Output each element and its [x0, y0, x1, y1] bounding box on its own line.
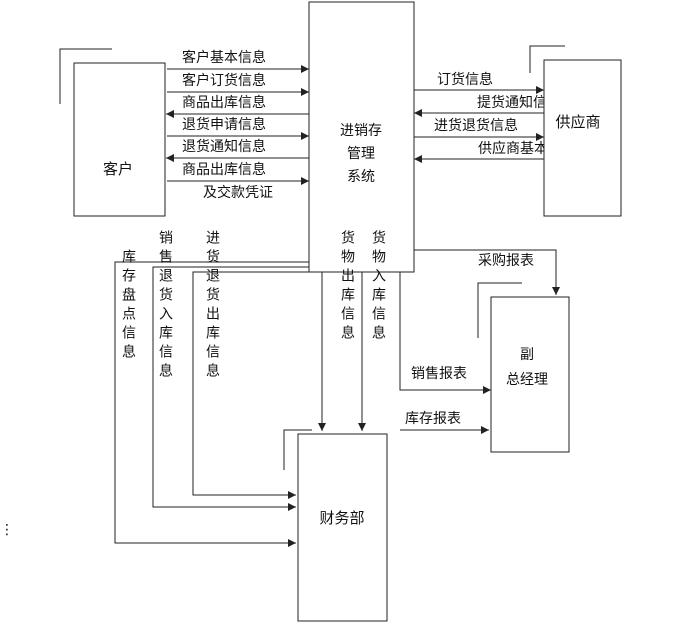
flow-product-outbound-info: 商品出库信息	[182, 94, 266, 111]
finance-label: 财务部	[319, 509, 364, 527]
system-label-2: 管理	[347, 146, 375, 162]
flow-goods-in-info: 货物入库信息	[370, 229, 386, 344]
supplier-node: 供应商	[529, 45, 622, 217]
vice-manager-label-2: 总经理	[506, 372, 548, 388]
flow-delivery-notice: 提货通知信	[477, 94, 547, 111]
flow-sales-return-in-info: 销售退货入库信息	[157, 230, 173, 382]
left-loop-flows: 库存盘点信息 销售退货入库信息 进货退货出库信息	[114, 230, 309, 547]
flow-supplier-basic: 供应商基本	[478, 140, 548, 157]
system-node: 进销存 管理 系统	[308, 1, 415, 273]
system-label-3: 系统	[347, 169, 375, 185]
customer-node: 客户	[59, 48, 166, 217]
flow-customer-basic-info: 客户基本信息	[182, 49, 266, 66]
customer-system-flows: 客户基本信息 客户订货信息 商品出库信息 退货申请信息 退货通知信息 商品出库信…	[166, 49, 309, 201]
goods-flows: 货物出库信息 货物入库信息	[318, 229, 386, 431]
flow-goods-out-info: 货物出库信息	[339, 229, 355, 344]
flow-customer-order-info: 客户订货信息	[182, 72, 266, 89]
flow-purchase-report: 采购报表	[478, 253, 534, 269]
supplier-label: 供应商	[555, 113, 600, 131]
flow-product-outbound-payment-1: 商品出库信息	[182, 161, 266, 178]
customer-label: 客户	[103, 160, 133, 178]
flow-inventory-report: 库存报表	[405, 411, 461, 427]
finance-node: 财务部	[283, 429, 388, 622]
system-label-1: 进销存	[340, 123, 382, 139]
flow-product-outbound-payment-2: 及交款凭证	[203, 184, 273, 201]
system-supplier-flows: 订货信息 提货通知信 进货退货信息 供应商基本	[414, 71, 548, 163]
report-flows: 采购报表 销售报表 库存报表	[399, 249, 560, 434]
side-marker: ⋮	[0, 522, 14, 538]
vice-manager-label-1: 副	[520, 347, 534, 363]
flow-purchase-return-info: 进货退货信息	[434, 117, 518, 134]
flow-order-info: 订货信息	[437, 71, 493, 88]
vice-manager-node: 副 总经理	[477, 282, 570, 453]
flow-return-request-info: 退货申请信息	[182, 116, 266, 133]
flow-purchase-return-out-info: 进货退货出库信息	[204, 230, 220, 382]
flow-sales-report: 销售报表	[411, 366, 467, 382]
flow-return-notice-info: 退货通知信息	[182, 138, 266, 155]
flow-stock-check-info: 库存盘点信息	[120, 249, 136, 363]
